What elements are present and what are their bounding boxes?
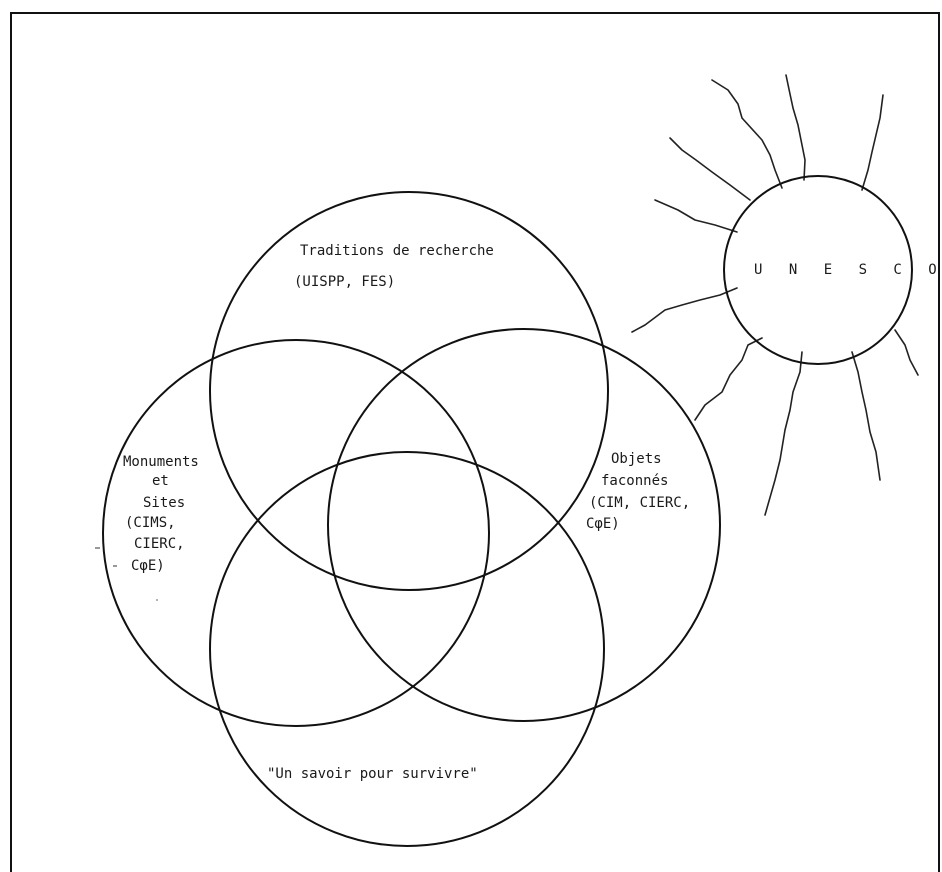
right-circle-title-1: Objets (611, 451, 662, 467)
left-circle-title-3: Sites (143, 495, 185, 511)
left-circle-orgs-2: CIERC, (134, 536, 185, 552)
sun-ray (765, 352, 802, 515)
unesco-label: U N E S C O (754, 262, 942, 278)
right-circle-orgs-1: (CIM, CIERC, (589, 495, 690, 511)
sun-ray (670, 138, 750, 200)
left-circle-title-1: Monuments (123, 454, 199, 470)
top-circle-title: Traditions de recherche (300, 243, 494, 259)
sun-ray (695, 338, 762, 420)
sun-ray (632, 288, 737, 332)
left-circle-orgs-3: CφE) (131, 558, 165, 574)
sun-ray (786, 75, 805, 180)
sun-ray (895, 330, 918, 375)
right-circle-orgs-2: CφE) (586, 516, 620, 532)
sun-ray (862, 95, 883, 190)
sun-ray (852, 352, 880, 480)
left-circle-orgs-1: (CIMS, (125, 515, 176, 531)
sun-ray (655, 200, 737, 232)
bottom-circle-title: "Un savoir pour survivre" (267, 766, 478, 782)
right-circle (328, 329, 720, 721)
top-circle-orgs: (UISPP, FES) (294, 274, 395, 290)
sun-rays (632, 75, 918, 515)
bottom-circle (210, 452, 604, 846)
sun-ray (712, 80, 782, 188)
right-circle-title-2: faconnés (601, 473, 668, 489)
left-circle-title-2: et (152, 473, 169, 489)
left-circle (103, 340, 489, 726)
